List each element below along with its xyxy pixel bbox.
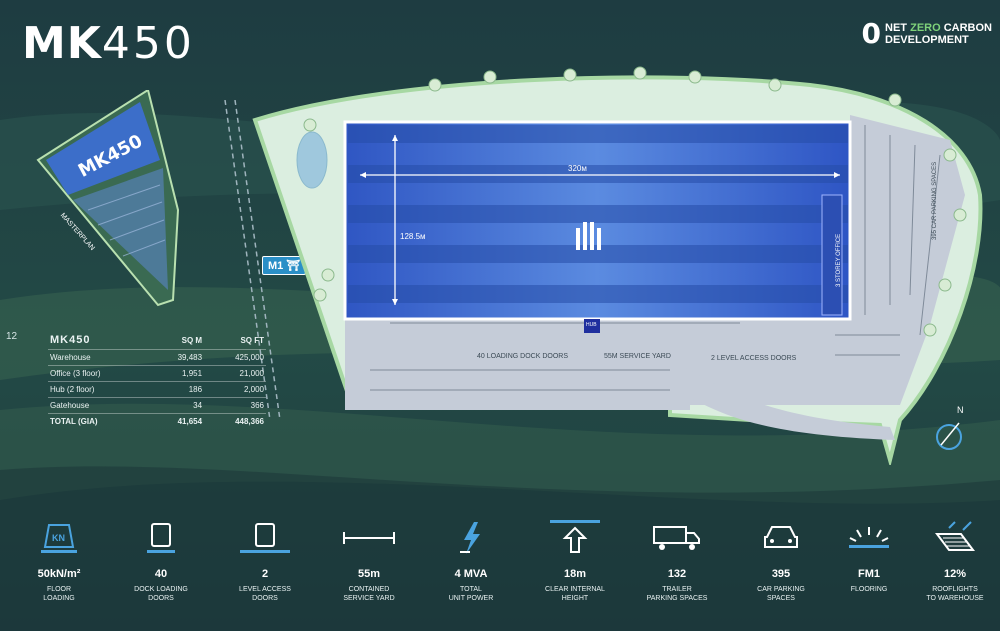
table-cell: 21,000 (204, 365, 266, 382)
table-cell: 1,951 (150, 365, 205, 382)
hub-label: HUB (586, 322, 597, 328)
feature-value: 132 (667, 568, 687, 580)
table-cell: 41,654 (177, 417, 203, 426)
feature-clear-height: 18m CLEAR INTERNAL HEIGHT (530, 518, 620, 603)
total-row: TOTAL (GIA) 41,654 448,366 (48, 414, 266, 430)
feature-trailer-parking: 132 TRAILER PARKING SPACES (632, 518, 722, 603)
feature-label: ROOFLIGHTS TO WAREHOUSE (926, 586, 984, 602)
schedule-header-name: MK450 (48, 331, 151, 350)
schedule-header-row: MK450 SQ M SQ FT (48, 331, 266, 350)
feature-value: 12% (943, 568, 967, 580)
table-row: Gatehouse 34 366 (48, 397, 266, 414)
height-dimension-label: 128.5м (400, 232, 426, 241)
warehouse-logo-icon (574, 218, 604, 259)
badge-net: NET (885, 22, 911, 34)
site-plan (252, 66, 983, 465)
feature-power: 4 MVA TOTAL UNIT POWER (426, 518, 516, 603)
feature-value: 50kN/m² (37, 568, 81, 580)
office-label: 3 STOREY OFFICE (836, 233, 842, 287)
width-dimension-label: 320м (568, 164, 587, 173)
table-row: Warehouse 39,483 425,000 (48, 349, 266, 366)
feature-label: TRAILER PARKING SPACES (646, 586, 708, 602)
masterplan-inset: MK450 (36, 90, 180, 307)
feature-value: 2 (261, 568, 269, 580)
feature-label: FLOOR LOADING (43, 586, 75, 602)
feature-label: CONTAINED SERVICE YARD (343, 586, 395, 602)
car-icon (736, 518, 826, 558)
feature-label: FLOORING (850, 586, 888, 593)
schedule-header-sqm: SQ M (150, 331, 205, 350)
area-schedule: MK450 SQ M SQ FT Warehouse 39,483 425,00… (48, 331, 266, 429)
level-access-door-icon (220, 518, 310, 558)
schedule-header-sqft: SQ FT (204, 331, 266, 350)
svg-text:KN: KN (52, 533, 65, 543)
table-cell: 2,000 (204, 381, 266, 398)
m1-road-badge: M1 ⛩ (262, 256, 307, 275)
feature-value: 18m (563, 568, 587, 580)
table-cell: 448,366 (235, 417, 264, 426)
flooring-icon (824, 518, 914, 558)
net-zero-mark-icon: 0 (861, 17, 882, 50)
service-yard-icon (324, 518, 414, 558)
service-yard-label: 55M SERVICE YARD (604, 353, 671, 360)
rooflight-icon (910, 518, 1000, 558)
table-cell: TOTAL (GIA) (50, 417, 98, 426)
badge-development: DEVELOPMENT (885, 34, 969, 46)
table-cell: 34 (150, 397, 205, 414)
feature-dock-doors: 40 DOCK LOADING DOORS (116, 518, 206, 603)
feature-level-access: 2 LEVEL ACCESS DOORS (220, 518, 310, 603)
logo-bold-text: MK (22, 18, 102, 69)
feature-floor-loading: KN 50kN/m² FLOOR LOADING (14, 518, 104, 603)
car-parking-label: 395 CAR PARKING SPACES (932, 161, 938, 240)
loading-doors-label: 40 LOADING DOCK DOORS (477, 353, 569, 360)
feature-flooring: FM1 FLOORING (824, 518, 914, 594)
badge-zero: ZERO (910, 22, 941, 34)
truck-icon (632, 518, 722, 558)
feature-label: DOCK LOADING DOORS (134, 586, 188, 602)
table-cell: Warehouse (48, 349, 151, 366)
table-cell: Hub (2 floor) (48, 381, 151, 398)
feature-value: 395 (771, 568, 791, 580)
table-cell: Gatehouse (48, 397, 151, 414)
mk450-logo: MK450 (22, 18, 195, 69)
power-icon (426, 518, 516, 558)
table-cell: 39,483 (150, 349, 205, 366)
feature-value: FM1 (858, 568, 880, 580)
net-zero-carbon-badge: 0 NET ZERO CARBON DEVELOPMENT (862, 20, 992, 48)
logo-thin-text: 450 (101, 18, 195, 69)
table-cell: 366 (204, 397, 266, 414)
table-row: Hub (2 floor) 186 2,000 (48, 381, 266, 398)
feature-label: LEVEL ACCESS DOORS (239, 586, 291, 602)
feature-value: 4 MVA (454, 568, 488, 580)
feature-rooflights: 12% ROOFLIGHTS TO WAREHOUSE (910, 518, 1000, 603)
badge-carbon: CARBON (940, 22, 992, 34)
table-row: Office (3 floor) 1,951 21,000 (48, 365, 266, 382)
floor-loading-icon: KN (14, 518, 104, 558)
table-cell: 186 (150, 381, 205, 398)
feature-car-parking: 395 CAR PARKING SPACES (736, 518, 826, 603)
table-cell: 425,000 (204, 349, 266, 366)
feature-service-yard: 55m CONTAINED SERVICE YARD (324, 518, 414, 603)
height-arrow-icon (530, 518, 620, 558)
north-label: N (957, 405, 964, 415)
m1-label: M1 (268, 260, 284, 272)
feature-value: 40 (154, 568, 168, 580)
page-number: 12 (6, 331, 18, 342)
feature-label: TOTAL UNIT POWER (448, 586, 494, 602)
feature-label: CLEAR INTERNAL HEIGHT (545, 586, 605, 602)
area-schedule-table: MK450 SQ M SQ FT Warehouse 39,483 425,00… (48, 331, 266, 429)
north-compass-icon: N (933, 405, 973, 460)
dock-door-icon (116, 518, 206, 558)
table-cell: Office (3 floor) (48, 365, 151, 382)
access-doors-label: 2 LEVEL ACCESS DOORS (711, 355, 797, 362)
feature-label: CAR PARKING SPACES (757, 586, 805, 602)
feature-value: 55m (357, 568, 381, 580)
